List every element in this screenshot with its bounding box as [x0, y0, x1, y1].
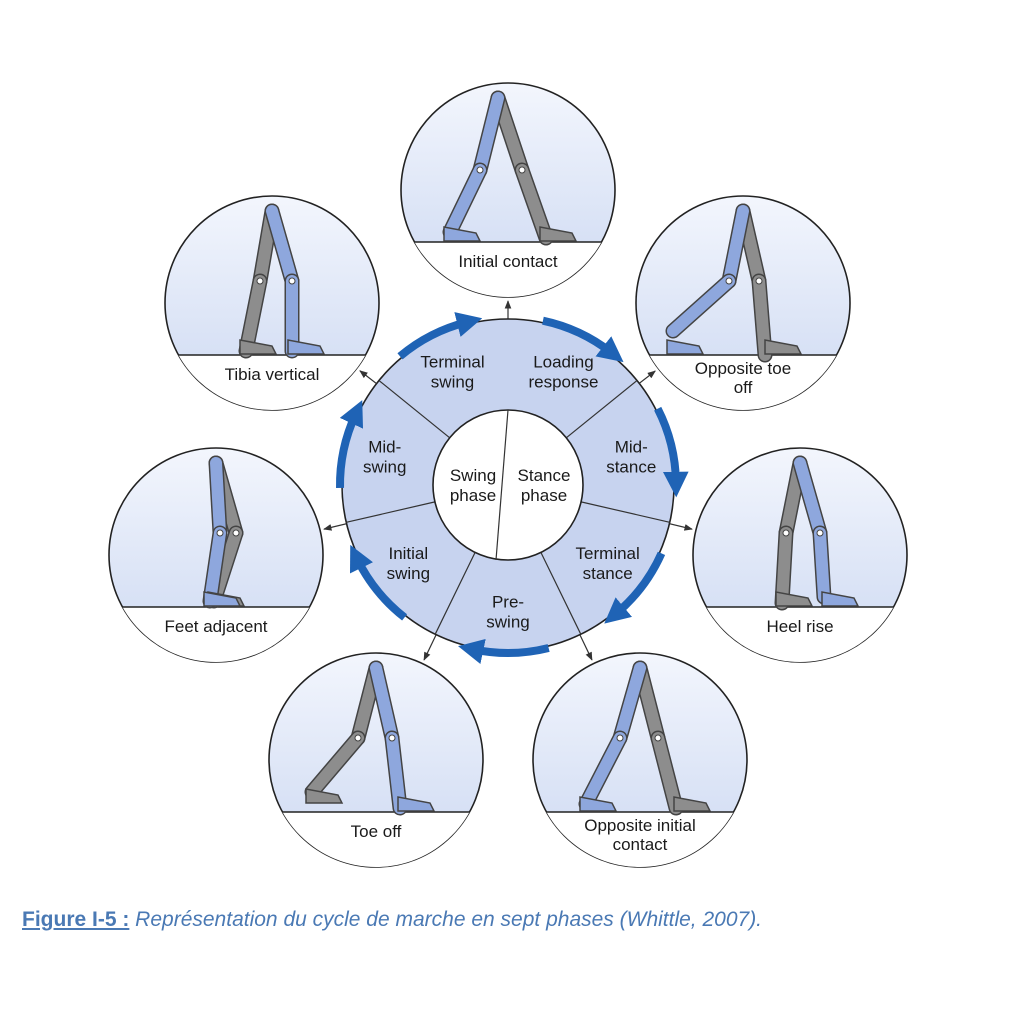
leg-figure — [202, 455, 246, 609]
leg-figure — [578, 660, 712, 816]
phase-label: stance — [583, 564, 633, 583]
phase-labels: LoadingresponseMid-stanceTerminalstanceP… — [363, 352, 656, 631]
phase-divider — [434, 552, 476, 635]
cycle-arrow — [336, 400, 364, 489]
phase-label: swing — [363, 458, 406, 477]
phase-label: Mid- — [368, 438, 401, 457]
phase-label: Terminal — [576, 544, 640, 563]
position-label: Feet adjacent — [164, 617, 267, 636]
cycle-arrow — [349, 544, 408, 621]
phase-label: Terminal — [420, 352, 484, 371]
leg-figure — [304, 660, 436, 816]
swing-phase-label: Swing — [450, 466, 496, 485]
position-bubble: Toe off — [268, 652, 484, 868]
position-bubble: Feet adjacent — [108, 447, 324, 663]
swing-phase-label: phase — [450, 486, 496, 505]
caption-figure-label: Figure I-5 : — [22, 908, 130, 931]
phase-divider — [346, 501, 436, 523]
cycle-arrow — [397, 312, 483, 360]
position-label: contact — [613, 835, 668, 854]
phase-divider — [580, 501, 670, 523]
stance-phase-label: phase — [521, 486, 567, 505]
cycle-arrow — [604, 551, 666, 624]
cycle-arrow — [654, 406, 689, 498]
cycle-arrow — [458, 638, 550, 664]
stance-phase-label: Stance — [518, 466, 571, 485]
center-circle — [432, 409, 584, 561]
position-label: Toe off — [351, 822, 402, 841]
position-bubble: Tibia vertical — [164, 195, 380, 411]
leg-figure — [442, 90, 578, 246]
phase-label: Mid- — [615, 438, 648, 457]
position-bubble: Heel rise — [692, 447, 908, 663]
figure-caption: Figure I-5 : Représentation du cycle de … — [22, 908, 1012, 932]
leg-figure — [238, 203, 326, 359]
phase-label: stance — [606, 458, 656, 477]
phase-label: Initial — [388, 544, 428, 563]
phase-label: response — [528, 372, 598, 391]
cycle-arrows — [336, 312, 689, 664]
position-label: Tibia vertical — [225, 365, 320, 384]
phase-label: swing — [486, 613, 529, 632]
position-label: Opposite toe — [695, 359, 791, 378]
cycle-arrow — [542, 316, 624, 363]
position-label: Heel rise — [766, 617, 833, 636]
leg-figure — [774, 455, 860, 611]
phase-label: Pre- — [492, 593, 524, 612]
phase-label: swing — [431, 372, 474, 391]
phase-divider — [565, 380, 638, 439]
caption-text: Représentation du cycle de marche en sep… — [129, 908, 763, 931]
position-label: off — [734, 378, 753, 397]
position-label: Initial contact — [458, 252, 557, 271]
phase-label: Loading — [533, 352, 594, 371]
position-label: Opposite initial — [584, 816, 696, 835]
gait-cycle-diagram: LoadingresponseMid-stanceTerminalstanceP… — [108, 82, 908, 868]
phase-label: swing — [387, 564, 430, 583]
phase-divider — [378, 380, 451, 439]
position-bubble: Initial contact — [400, 82, 616, 298]
phase-divider — [540, 552, 582, 635]
center-divider — [495, 409, 509, 561]
leg-figure — [665, 203, 803, 363]
